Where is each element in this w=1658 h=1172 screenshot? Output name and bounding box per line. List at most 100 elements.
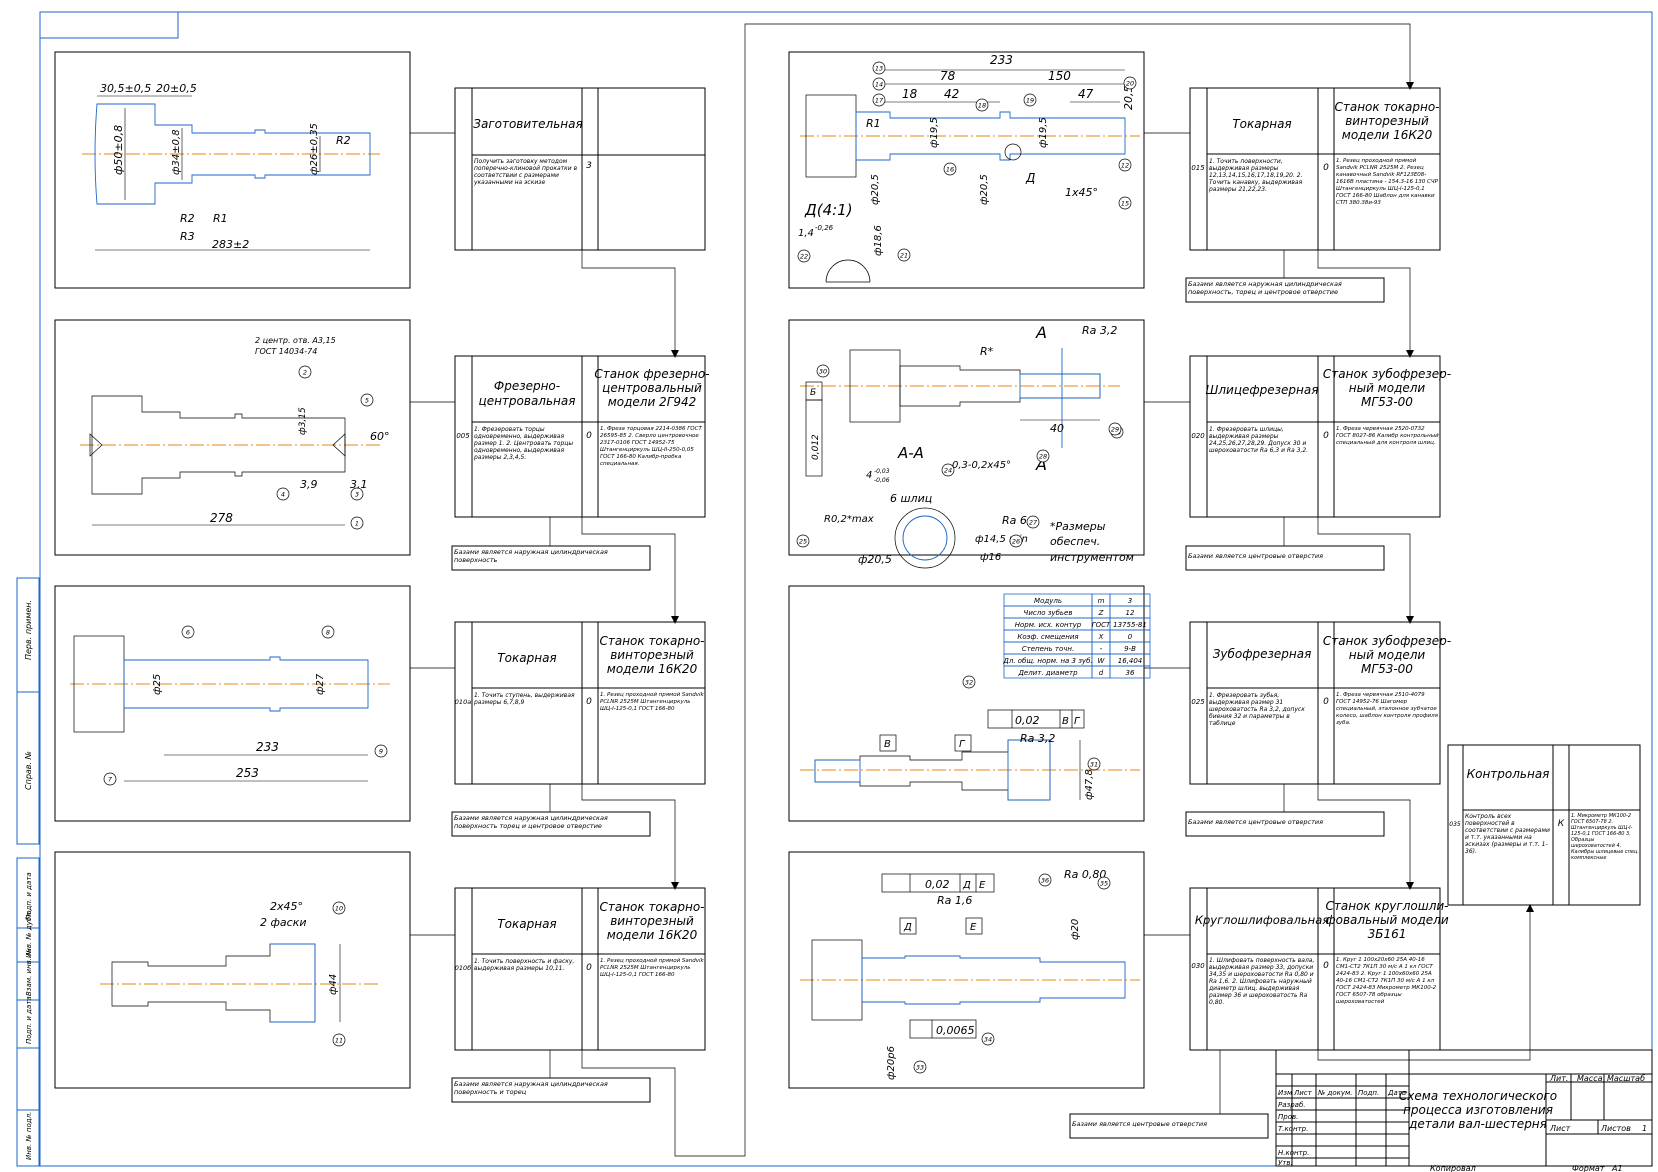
balloon-label: 30 [819, 368, 827, 376]
balloon-marker [872, 93, 886, 107]
op005-code: 005 [456, 432, 470, 440]
op035-code: 035 [1449, 821, 1461, 828]
balloon-marker [1118, 158, 1132, 172]
gear-table-cell: Дл. общ. норм. на 3 зуб. [1002, 657, 1092, 665]
tb-format-value: А1 [1611, 1164, 1623, 1172]
s1-d5: ф26±0,35 [309, 123, 320, 175]
op025-tools: 1. Фреза червячная 2510-4079 ГОСТ 14952-… [1336, 692, 1438, 726]
s5-d13: ф20,5 [870, 174, 881, 205]
balloon-marker [350, 487, 364, 501]
s2-d1: 2 центр. отв. А3,15 [255, 336, 336, 345]
op010b-tools: 1. Резец проходной прямой Sandvik PCLNR … [600, 958, 704, 978]
s8-d1: 0,02 [925, 878, 950, 891]
base-note-020-text: Базами является центровые отверстия [1188, 552, 1324, 560]
s6-d10: 6 шлиц [890, 492, 932, 505]
sketch-frame-8 [788, 851, 1145, 1089]
gear-table-cell: Степень точн. [1022, 645, 1074, 653]
sketch-frame-5 [788, 51, 1145, 289]
s6-d11: R0,2*max [824, 514, 874, 525]
balloon-marker [181, 625, 195, 639]
op030-num: 0 [1323, 961, 1329, 971]
s2-d6: 3,1 [350, 478, 368, 491]
balloon-label: 25 [799, 538, 807, 546]
sketch-7-shaft: 0,02 В Г Ra 3,2 ф47,8 В Г [800, 709, 1140, 801]
op020-name: Шлицефрезерная [1206, 383, 1319, 397]
s5-d4: 18 [902, 87, 918, 101]
op035-text: Контроль всех поверхностей в соответстви… [1465, 813, 1550, 855]
s7-d5: ф47,8 [1084, 769, 1095, 800]
base-note-005-text: Базами является наружная цилиндрическая … [454, 548, 608, 564]
op015-tools: 1. Резец проходной прямой Sandvik PCLNR … [1336, 158, 1438, 206]
tb-list: Лист [1293, 1089, 1313, 1097]
s6-d15: ф16 [980, 552, 1001, 563]
balloon-label: 20 [1126, 80, 1134, 88]
op010a-name: Токарная [497, 651, 556, 665]
s6-d1b: А [1035, 455, 1047, 474]
flow-lines [410, 23, 1534, 1157]
s4-d3: ф44 [328, 974, 339, 995]
op005-name-2: центровальная [479, 394, 576, 408]
op010b-name: Токарная [497, 917, 556, 931]
s6-d1: А [1035, 323, 1047, 342]
s2-d3: ф3,15 [298, 407, 308, 435]
op025-code: 025 [1191, 698, 1205, 706]
op-box-030: Круглошлифовальная 030 0 Станок круглошл… [1189, 887, 1449, 1051]
side-stamp-perv: Перв. примен. [24, 600, 33, 660]
balloon-marker [1023, 93, 1037, 107]
s4-d1: 2х45° [270, 900, 303, 913]
side-stamp-dubl: Инв. № дубл. [25, 910, 33, 958]
balloon-label: 7 [108, 776, 113, 784]
sketch-3-shaft: ф25 ф27 233 253 [70, 635, 390, 782]
balloon-marker [981, 1032, 995, 1046]
gear-table-cell: Норм. исх. контур [1015, 621, 1082, 629]
op020-text: 1. Фрезеровать шлицы, выдерживая размеры… [1209, 426, 1309, 454]
balloon-marker [1118, 196, 1132, 210]
balloon-label: 1 [355, 520, 359, 528]
s3-d3: 233 [256, 740, 279, 754]
op000-num: 3 [586, 161, 592, 171]
s1-d6: R2 [336, 134, 351, 147]
op005-tools: 1. Фреза торцовая 2214-0386 ГОСТ 26595-8… [600, 426, 702, 467]
op-box-025: Зубофрезерная 025 0 Станок зубофрезер- н… [1189, 621, 1451, 785]
gear-table-cell: W [1098, 657, 1106, 665]
gear-table-cell: - [1100, 645, 1103, 653]
op035-num: К [1558, 819, 1565, 829]
balloon-label: 36 [1041, 877, 1049, 885]
tb-title-2: процесса изготовления [1403, 1103, 1553, 1117]
s6-d9: 4 [866, 470, 872, 481]
op-box-010b: Токарная 010б 0 Станок токарно- винторез… [454, 887, 706, 1051]
sketch-frame-2 [54, 319, 411, 556]
op010b-num: 0 [586, 963, 592, 973]
balloon-label: 6 [186, 629, 190, 637]
s8-d9: ф20р6 [886, 1046, 897, 1080]
s6-d19: -0,03 [874, 468, 890, 475]
s8-d8: 0,0065 [936, 1024, 975, 1037]
s1-d9: R3 [180, 230, 195, 243]
op020-machine-2: ный модели [1349, 381, 1426, 395]
sheet-frame [39, 11, 1653, 1167]
side-stamp-inv: Инв. № подл. [25, 1112, 33, 1160]
base-note-010b: Базами является наружная цилиндрическая … [451, 1077, 651, 1103]
balloon-label: 32 [965, 679, 973, 687]
balloon-marker [1038, 873, 1052, 887]
op010b-text: 1. Точить поверхность и фаску, выдержива… [474, 958, 575, 972]
base-note-010a-text: Базами является наружная цилиндрическая … [454, 814, 608, 830]
s3-d4: 253 [236, 766, 259, 780]
op-box-020: Шлицефрезерная 020 0 Станок зубофрезер- … [1189, 355, 1451, 518]
s8-d5: Ra 1,6 [937, 894, 972, 907]
s2-d7: 278 [210, 511, 233, 525]
base-note-015-text: Базами является наружная цилиндрическая … [1188, 280, 1342, 296]
tb-massa: Масса [1577, 1074, 1603, 1083]
balloon-label: 27 [1029, 519, 1038, 527]
tb-listov: Листов [1600, 1124, 1631, 1133]
op035-tools: 1. Микрометр МК100-2 ГОСТ 6507-78 2. Шта… [1571, 813, 1639, 861]
balloon-marker [816, 364, 830, 378]
tb-role-utv: Утв. [1278, 1159, 1293, 1167]
side-stamp-podp1: Подп. и дата [25, 872, 33, 920]
base-note-005: Базами является наружная цилиндрическая … [451, 545, 651, 571]
op015-machine-2: винторезный [1345, 114, 1429, 128]
balloon-label: 5 [365, 397, 369, 405]
s2-d2: ГОСТ 14034-74 [255, 347, 317, 356]
op015-code: 015 [1191, 164, 1205, 172]
s8-d7: Е [970, 922, 977, 933]
